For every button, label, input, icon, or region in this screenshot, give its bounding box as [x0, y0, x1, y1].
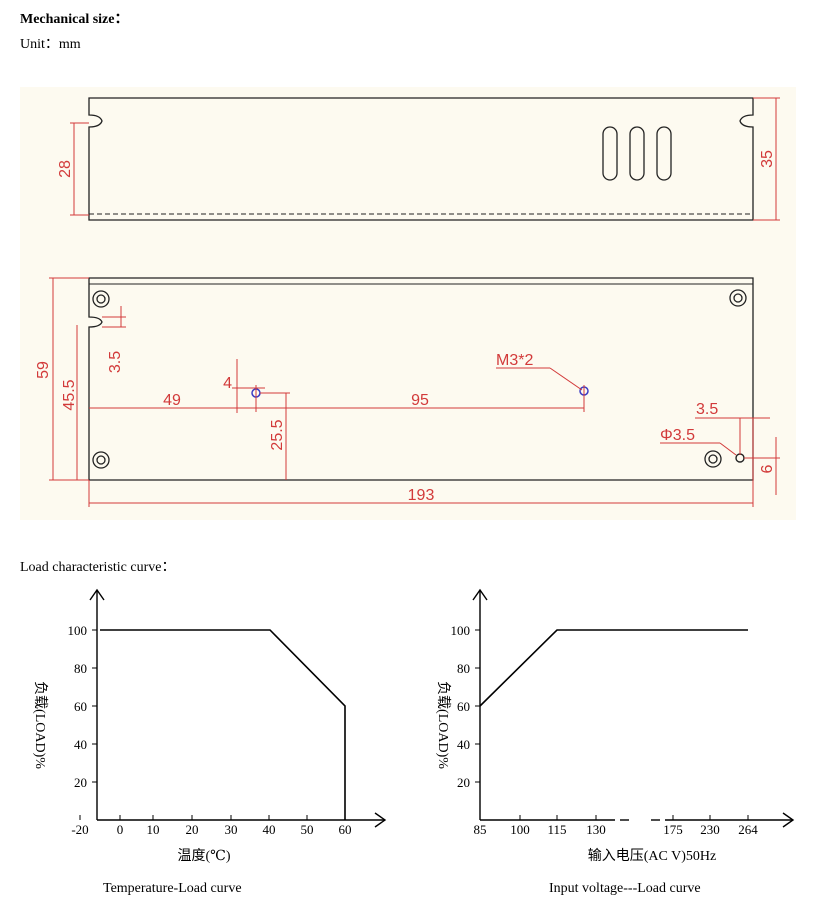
- x-axis-arrow: [782, 812, 795, 828]
- vent-slot: [629, 126, 645, 181]
- mount-hole: [92, 451, 110, 469]
- series-line: [100, 629, 346, 820]
- x-tick-label: 100: [510, 822, 530, 837]
- x-tick-label: 85: [474, 822, 487, 837]
- mechanical-drawing: 28 35 59: [20, 87, 796, 520]
- y-tick-label: 60: [457, 699, 470, 714]
- mount-hole: [92, 290, 110, 308]
- x-tick-label: 60: [339, 822, 352, 837]
- section-title-mechanical: Mechanical size：: [20, 12, 129, 27]
- dim-label-45-5: 45.5: [61, 379, 78, 410]
- voltage-chart-caption: Input voltage---Load curve: [549, 881, 701, 896]
- y-tick-label: 80: [457, 661, 470, 676]
- y-tick-label: 20: [457, 775, 470, 790]
- top-view-outline: [88, 97, 754, 221]
- y-tick-label: 40: [457, 737, 470, 752]
- x-tick-label: 10: [147, 822, 160, 837]
- x-tick-label: 30: [225, 822, 238, 837]
- dim-label-95: 95: [411, 392, 429, 409]
- y-tick-label: 40: [74, 737, 87, 752]
- leader-line: [719, 442, 737, 456]
- dim-label-6: 6: [759, 464, 776, 473]
- mechanical-drawing-svg: 28 35 59: [35, 97, 780, 507]
- x-axis-label: 输入电压(AC V)50Hz: [588, 848, 716, 864]
- series-line: [479, 629, 748, 707]
- y-tick-label: 100: [68, 623, 88, 638]
- mount-hole-inner: [708, 454, 718, 464]
- x-tick-label: 40: [263, 822, 276, 837]
- axis-gap: [615, 817, 665, 823]
- y-axis-label: 负载(LOAD)%: [32, 681, 48, 769]
- front-view-outline: [88, 277, 754, 481]
- y-tick-label: 100: [451, 623, 471, 638]
- dim-label-4: 4: [223, 375, 232, 392]
- x-tick-label: 130: [586, 822, 606, 837]
- temperature-load-chart: 20 40 60 80 100 -20 0 10 20 30 40 50 60 温度(℃) 负载(LOAD)…: [32, 588, 387, 864]
- y-axis-arrow: [89, 588, 105, 601]
- dim-label-193: 193: [408, 487, 435, 504]
- leader-line: [549, 367, 583, 391]
- top-view: 28 35: [57, 97, 780, 221]
- x-tick-label: 264: [738, 822, 758, 837]
- dim-label-49: 49: [163, 392, 181, 409]
- x-tick-label: 50: [301, 822, 314, 837]
- x-tick-label: 115: [547, 822, 566, 837]
- unit-label: Unit：mm: [20, 37, 81, 52]
- y-axis-arrow: [472, 588, 488, 601]
- dim-label-25-5: 25.5: [269, 419, 286, 450]
- dim-label-28: 28: [57, 160, 74, 178]
- x-tick-label: 230: [700, 822, 720, 837]
- phi-hole: [735, 453, 745, 463]
- x-tick-label: 20: [186, 822, 199, 837]
- mount-hole-inner: [96, 294, 106, 304]
- mount-hole: [729, 289, 747, 307]
- section-title-load: Load characteristic curve：: [20, 560, 176, 575]
- voltage-load-chart: 20 40 60 80 100 85 100 115 130 175 230 264 输入电压(AC V…: [435, 588, 795, 864]
- y-tick-label: 20: [74, 775, 87, 790]
- dim-label-35: 35: [759, 150, 776, 168]
- x-tick-label: 0: [117, 822, 124, 837]
- dim-label-right-slot: 3.5: [696, 401, 718, 418]
- mount-hole-inner: [96, 455, 106, 465]
- x-tick-label: 175: [663, 822, 683, 837]
- x-tick-label: -20: [71, 822, 88, 837]
- y-tick-label: 60: [74, 699, 87, 714]
- x-axis-label: 温度(℃): [178, 848, 231, 864]
- dim-label-59: 59: [35, 361, 52, 379]
- dim-label-slot: 3.5: [107, 351, 124, 373]
- y-tick-label: 80: [74, 661, 87, 676]
- x-axis-arrow: [374, 812, 387, 828]
- temperature-chart-caption: Temperature-Load curve: [103, 881, 242, 896]
- y-axis-label: 负载(LOAD)%: [435, 681, 451, 769]
- diameter-label: Φ3.5: [660, 427, 695, 444]
- front-view: 59 45.5 3.5 49 4 95 25.5: [35, 277, 780, 507]
- vent-slot: [656, 126, 672, 181]
- thread-label: M3*2: [496, 352, 533, 369]
- mount-hole-inner: [733, 293, 743, 303]
- mount-hole: [704, 450, 722, 468]
- vent-slot: [602, 126, 618, 181]
